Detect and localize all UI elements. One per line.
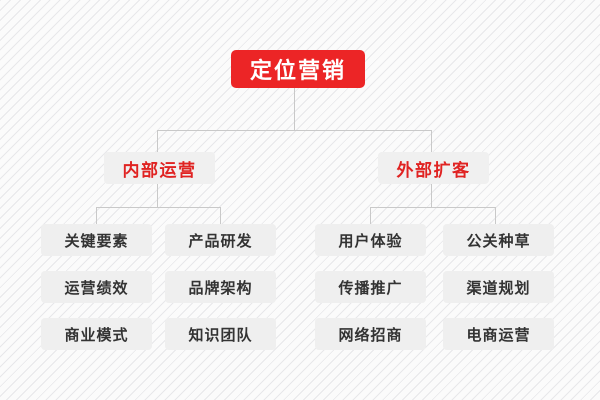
leaf-node[interactable]: 关键要素: [41, 224, 152, 256]
leaf-node-label: 电商运营: [466, 325, 531, 344]
leaf-node-label: 品牌架构: [188, 278, 253, 297]
root-node[interactable]: 定位营销: [231, 50, 365, 88]
leaf-node-label: 运营绩效: [64, 278, 129, 297]
leaf-node[interactable]: 品牌架构: [165, 271, 276, 303]
connector-branch-right-bus: [370, 207, 495, 208]
leaf-node[interactable]: 公关种草: [443, 224, 554, 256]
leaf-node-label: 知识团队: [188, 325, 253, 344]
leaf-node-label: 传播推广: [338, 278, 403, 297]
branch-node-internal-operations[interactable]: 内部运营: [104, 152, 215, 184]
leaf-node-label: 产品研发: [188, 231, 253, 250]
connector-branch-right-stem: [431, 184, 432, 207]
leaf-node[interactable]: 商业模式: [41, 318, 152, 350]
connector-branch-left-col1: [96, 207, 97, 224]
leaf-node[interactable]: 电商运营: [443, 318, 554, 350]
leaf-node-label: 渠道规划: [466, 278, 531, 297]
connector-root-bus: [157, 130, 432, 131]
connector-branch-right-col2: [495, 207, 496, 224]
branch-node-label: 外部扩客: [396, 160, 471, 181]
connector-branch-left-bus: [96, 207, 221, 208]
leaf-node[interactable]: 传播推广: [315, 271, 426, 303]
branch-node-label: 内部运营: [122, 160, 197, 181]
connector-root-stem: [294, 88, 295, 130]
connector-root-to-branch-left: [157, 130, 158, 152]
connector-branch-left-col2: [220, 207, 221, 224]
leaf-node-label: 商业模式: [64, 325, 129, 344]
leaf-node[interactable]: 产品研发: [165, 224, 276, 256]
leaf-node[interactable]: 运营绩效: [41, 271, 152, 303]
leaf-node-label: 用户体验: [338, 231, 403, 250]
leaf-node-label: 网络招商: [338, 325, 403, 344]
connector-branch-left-stem: [157, 184, 158, 207]
leaf-node-label: 公关种草: [466, 231, 531, 250]
leaf-node[interactable]: 渠道规划: [443, 271, 554, 303]
branch-node-external-expansion[interactable]: 外部扩客: [378, 152, 489, 184]
root-node-label: 定位营销: [249, 59, 346, 84]
leaf-node[interactable]: 知识团队: [165, 318, 276, 350]
leaf-node[interactable]: 网络招商: [315, 318, 426, 350]
leaf-node[interactable]: 用户体验: [315, 224, 426, 256]
leaf-node-label: 关键要素: [64, 231, 129, 250]
connector-root-to-branch-right: [431, 130, 432, 152]
connector-branch-right-col1: [370, 207, 371, 224]
